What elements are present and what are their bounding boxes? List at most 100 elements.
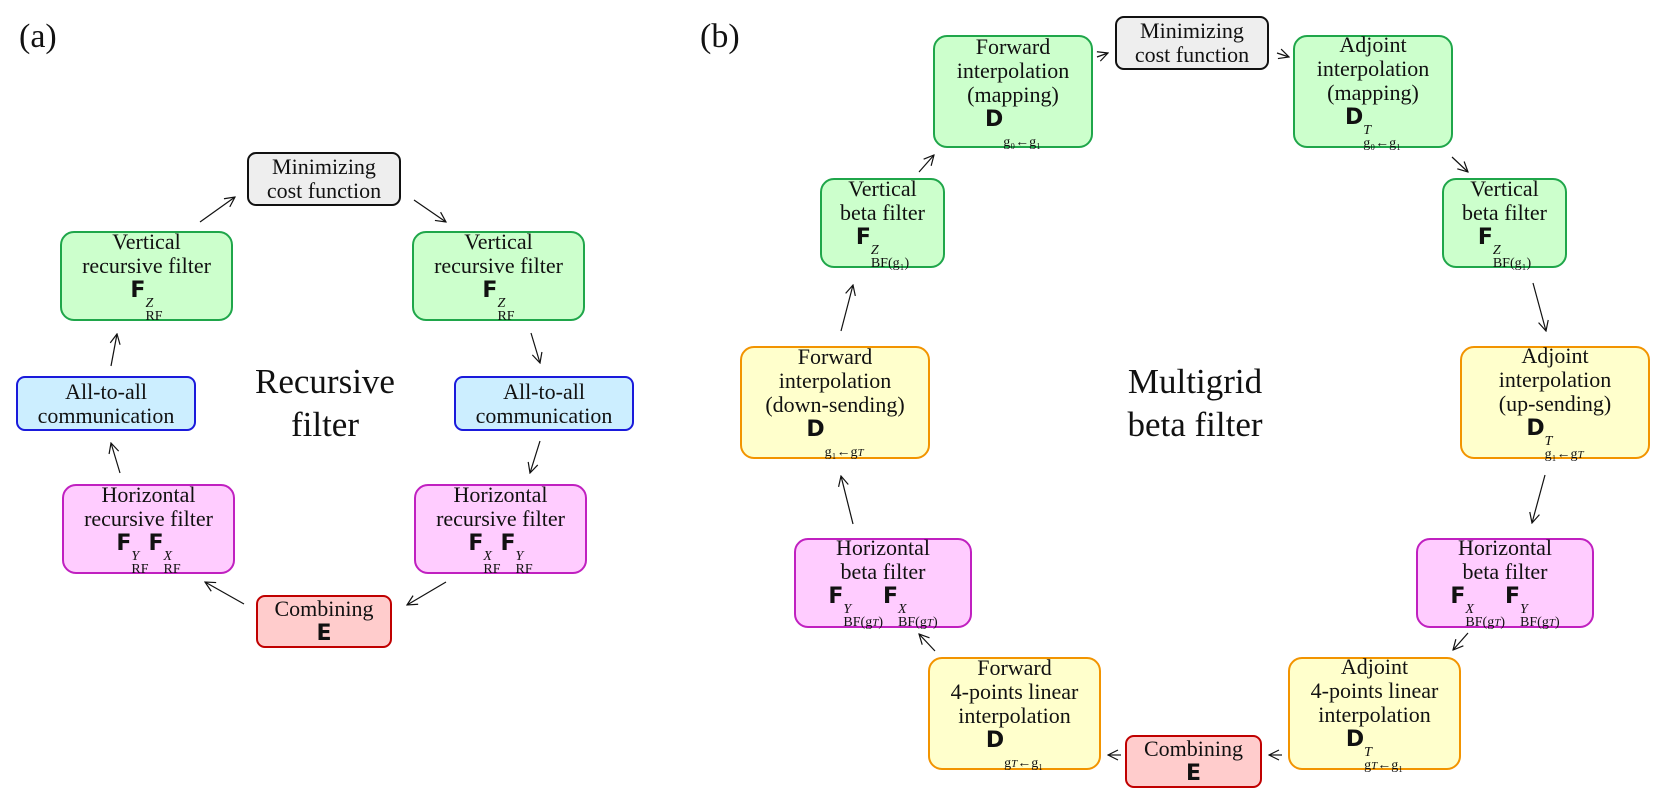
arrow-b-vertleft-to-fwdmap bbox=[918, 155, 934, 173]
box-a-minimizing-cost-function: Minimizing cost function bbox=[247, 152, 401, 206]
box-text-line: cost function bbox=[1134, 42, 1250, 67]
panel-b-title: Multigrid beta filter bbox=[1100, 360, 1290, 446]
arrow-b-adjup-to-horizright bbox=[1532, 474, 1546, 523]
box-text-line: 4-points linear bbox=[950, 679, 1079, 704]
arrow-b-horizleft-to-fwddown bbox=[841, 476, 854, 525]
math-operator: E bbox=[1185, 761, 1202, 786]
arrow-b-fwdmap-to-min bbox=[1096, 53, 1108, 57]
box-text-line: interpolation bbox=[1498, 366, 1612, 392]
panel-a-title: Recursive filter bbox=[230, 360, 420, 446]
box-text-line: recursive filter bbox=[434, 252, 563, 278]
arrow-a-a2a-to-horizright bbox=[530, 440, 541, 473]
box-text-line: All-to-all bbox=[503, 378, 585, 404]
box-b-minimizing-cost-function: Minimizing cost function bbox=[1115, 16, 1269, 70]
panel-a-title-line2: filter bbox=[290, 405, 360, 444]
box-text-line: interpolation bbox=[1316, 56, 1430, 81]
panel-b-label: (b) bbox=[700, 18, 740, 55]
arrow-a-a2a-to-vertleft bbox=[111, 334, 117, 367]
arrow-b-horizright-to-adj4pt bbox=[1453, 632, 1469, 650]
box-text-line: interpolation bbox=[1318, 701, 1431, 727]
panel-b-title-line2: beta filter bbox=[1127, 405, 1263, 444]
box-text-line: Combining bbox=[1143, 736, 1243, 761]
box-text-line: beta filter bbox=[1462, 199, 1547, 225]
panel-a-title-line1: Recursive bbox=[255, 362, 395, 401]
box-text-line: Vertical bbox=[464, 228, 533, 254]
box-text-line: (mapping) bbox=[1327, 80, 1419, 105]
box-text-line: Forward bbox=[975, 33, 1051, 59]
box-a-all-to-all-communication-right: All-to-all communication bbox=[454, 376, 634, 431]
box-text-line: Adjoint bbox=[1340, 653, 1409, 679]
box-text-line: Horizontal bbox=[1457, 535, 1553, 560]
box-text-line: beta filter bbox=[840, 199, 925, 225]
arrow-a-min-to-vertright bbox=[413, 199, 446, 222]
box-text-line: cost function bbox=[266, 178, 382, 203]
box-text-line: interpolation bbox=[956, 57, 1070, 83]
box-text-line: recursive filter bbox=[436, 505, 565, 531]
box-text-line: beta filter bbox=[1462, 559, 1548, 584]
arrow-a-vertright-to-a2a bbox=[530, 332, 540, 363]
box-text-line: Horizontal bbox=[101, 481, 196, 507]
box-text-line: Forward bbox=[977, 655, 1052, 680]
box-text-line: recursive filter bbox=[82, 252, 211, 278]
box-text-line: Vertical bbox=[1470, 175, 1539, 201]
box-text-line: (down-sending) bbox=[765, 392, 905, 417]
arrow-b-fwddown-to-vertleft bbox=[840, 285, 853, 332]
box-a-all-to-all-communication-left: All-to-all communication bbox=[16, 376, 196, 431]
box-text-line: (mapping) bbox=[967, 81, 1059, 107]
box-text-line: recursive filter bbox=[84, 505, 213, 531]
box-b-combining: Combining E bbox=[1125, 735, 1262, 788]
box-text-line: All-to-all bbox=[65, 378, 147, 404]
box-text-line: communication bbox=[37, 402, 175, 428]
arrow-a-horizright-to-comb bbox=[407, 581, 447, 605]
box-text-line: (up-sending) bbox=[1498, 390, 1612, 416]
arrow-b-vertright-to-adjup bbox=[1532, 282, 1546, 331]
box-text-line: Minimizing bbox=[272, 154, 376, 179]
box-text-line: Combining bbox=[274, 596, 374, 621]
box-text-line: Horizontal bbox=[453, 481, 548, 507]
box-text-line: Vertical bbox=[112, 228, 181, 254]
arrow-a-vertleft-to-min bbox=[199, 197, 235, 223]
arrow-a-horizleft-to-a2a bbox=[111, 443, 121, 474]
arrow-b-min-to-adjmap bbox=[1276, 53, 1289, 57]
panel-b-title-line1: Multigrid bbox=[1127, 362, 1263, 401]
box-a-combining: Combining E bbox=[256, 595, 392, 648]
box-text-line: Vertical bbox=[848, 175, 917, 201]
panel-a-label: (a) bbox=[19, 18, 57, 55]
math-operator: E bbox=[316, 621, 332, 646]
box-text-line: Horizontal bbox=[835, 535, 931, 560]
box-text-line: 4-points linear bbox=[1310, 677, 1439, 703]
box-text-line: Adjoint bbox=[1339, 32, 1407, 57]
box-text-line: beta filter bbox=[840, 559, 926, 584]
box-text-line: Minimizing bbox=[1140, 18, 1244, 43]
box-text-line: Adjoint bbox=[1521, 342, 1589, 368]
box-text-line: communication bbox=[475, 402, 613, 428]
